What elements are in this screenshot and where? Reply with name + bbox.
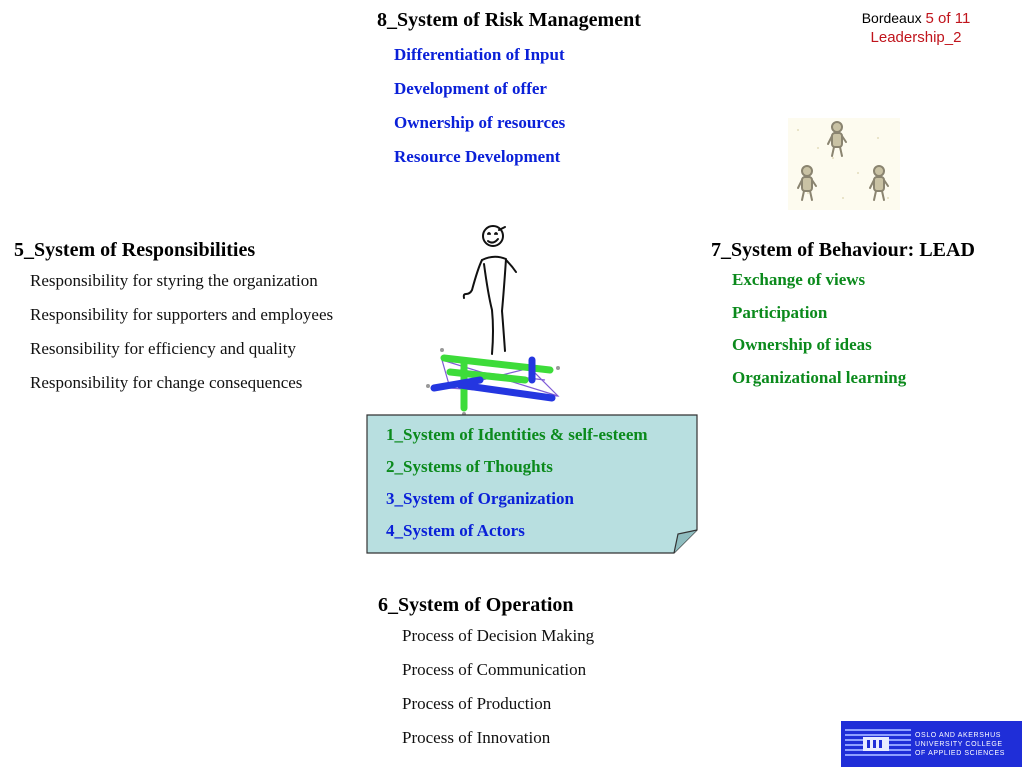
operation-title: 6_System of Operation xyxy=(378,594,574,616)
behaviour-item: Organizational learning xyxy=(732,368,907,387)
operation-item: Process of Production xyxy=(402,694,552,713)
folded-note-shape xyxy=(366,414,698,554)
risk-item: Development of offer xyxy=(394,79,547,98)
operation-item: Process of Communication xyxy=(402,660,587,679)
stick-figure-icon xyxy=(426,225,560,416)
header-subtitle: Leadership_2 xyxy=(870,29,962,46)
slide-header: Bordeaux 5 of 11 Leadership_2 xyxy=(830,9,1002,47)
college-name: OSLO AND AKERSHUS UNIVERSITY COLLEGE OF … xyxy=(915,731,1019,758)
college-name-line: OSLO AND AKERSHUS xyxy=(915,732,1002,739)
core-item: 2_Systems of Thoughts xyxy=(386,457,553,476)
responsibility-item: Resonsibility for efficiency and quality xyxy=(30,339,296,358)
responsibilities-title: 5_System of Responsibilities xyxy=(14,239,256,261)
risk-item: Differentiation of Input xyxy=(394,45,565,64)
operation-item: Process of Decision Making xyxy=(402,626,595,645)
header-location: Bordeaux xyxy=(861,10,922,26)
header-page-number: 5 of 11 xyxy=(925,10,971,27)
responsibility-item: Responsibility for change consequences xyxy=(30,373,303,392)
college-name-line: OF APPLIED SCIENCES xyxy=(915,750,1005,757)
behaviour-item: Exchange of views xyxy=(732,270,866,289)
core-item: 3_System of Organization xyxy=(386,489,574,508)
core-item: 4_System of Actors xyxy=(386,521,525,540)
responsibility-item: Responsibility for styring the organizat… xyxy=(30,271,318,290)
college-logo-icon xyxy=(845,729,911,756)
operation-item: Process of Innovation xyxy=(402,728,551,747)
risk-title: 8_System of Risk Management xyxy=(377,9,641,31)
core-item: 1_System of Identities & self-esteem xyxy=(386,425,648,444)
college-name-line: UNIVERSITY COLLEGE xyxy=(915,741,1003,748)
core-systems-note xyxy=(366,414,698,554)
behaviour-title: 7_System of Behaviour: LEAD xyxy=(711,239,975,261)
risk-item: Ownership of resources xyxy=(394,113,566,132)
college-logo: OSLO AND AKERSHUS UNIVERSITY COLLEGE OF … xyxy=(841,721,1022,767)
responsibility-item: Responsibility for supporters and employ… xyxy=(30,305,334,324)
risk-item: Resource Development xyxy=(394,147,561,166)
figure-group-icon xyxy=(788,118,900,210)
behaviour-item: Ownership of ideas xyxy=(732,335,872,354)
behaviour-item: Participation xyxy=(732,303,828,322)
